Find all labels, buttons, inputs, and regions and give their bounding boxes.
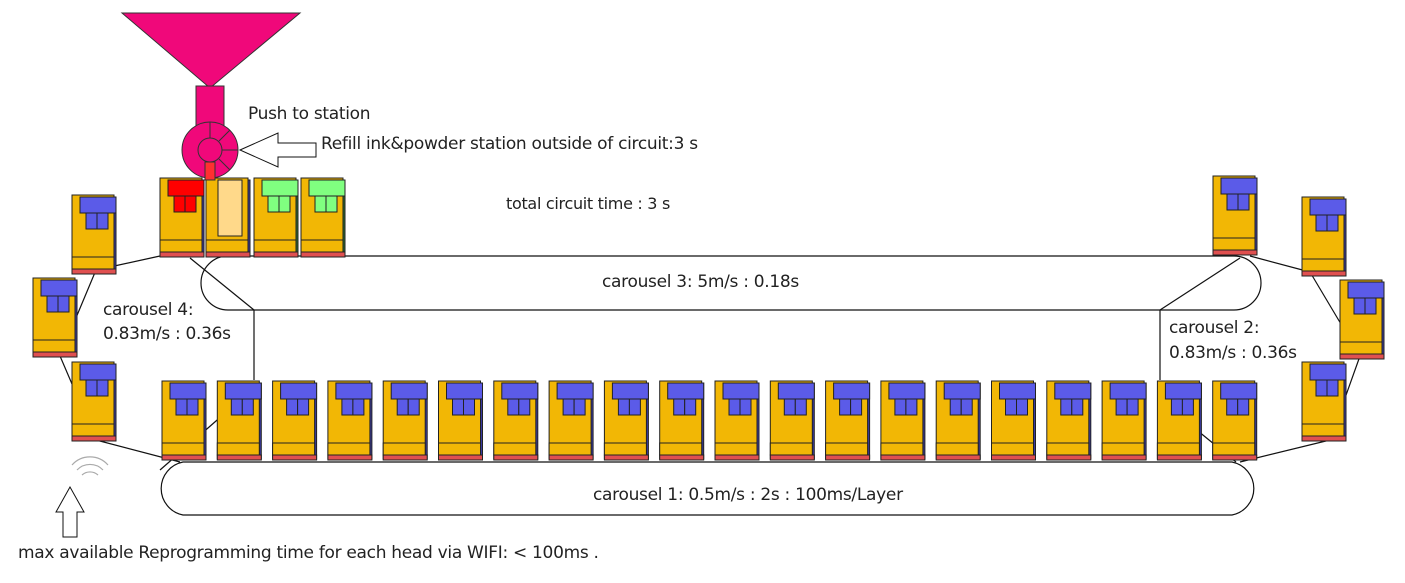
print-head xyxy=(1046,380,1092,461)
refill-station-label: Refill ink&powder station outside of cir… xyxy=(321,134,698,154)
print-head xyxy=(1212,175,1258,256)
print-head xyxy=(1212,380,1258,461)
carousel-3-label: carousel 3: 5m/s : 0.18s xyxy=(602,272,799,292)
refill-funnel xyxy=(120,12,302,181)
print-head xyxy=(300,177,346,258)
carousel-2-speed: 0.83m/s : 0.36s xyxy=(1169,343,1297,363)
print-head xyxy=(935,380,981,461)
wifi-note: max available Reprogramming time for eac… xyxy=(18,543,599,563)
carousel-1-loop xyxy=(160,461,1255,516)
print-head xyxy=(159,177,205,258)
carousel-4-label: carousel 4: xyxy=(103,300,194,320)
print-head xyxy=(1339,279,1385,360)
print-head xyxy=(769,380,815,461)
print-head xyxy=(714,380,760,461)
print-head xyxy=(438,380,483,461)
print-head xyxy=(1156,380,1202,461)
print-head xyxy=(382,380,428,461)
print-head xyxy=(1301,196,1347,277)
print-head xyxy=(205,177,251,258)
print-head xyxy=(216,380,262,461)
print-head xyxy=(825,380,871,461)
wifi-icon xyxy=(71,456,109,476)
print-head xyxy=(32,277,78,358)
print-head xyxy=(71,361,117,442)
print-head xyxy=(1101,380,1147,461)
print-head xyxy=(272,380,318,461)
carousel-2-label: carousel 2: xyxy=(1169,318,1260,338)
push-to-station-label: Push to station xyxy=(248,104,371,124)
print-head xyxy=(1301,361,1347,442)
print-head xyxy=(327,380,373,461)
print-head xyxy=(603,380,649,461)
total-circuit-time-label: total circuit time : 3 s xyxy=(506,194,670,213)
print-head xyxy=(161,380,207,461)
print-head xyxy=(548,380,594,461)
carousel-4-speed: 0.83m/s : 0.36s xyxy=(103,324,231,344)
print-head xyxy=(659,380,705,461)
print-head xyxy=(253,177,299,258)
print-head xyxy=(991,380,1036,461)
carousel-1-label: carousel 1: 0.5m/s : 2s : 100ms/Layer xyxy=(593,485,903,505)
push-arrow-icon xyxy=(238,132,317,168)
print-head xyxy=(880,380,926,461)
up-arrow-icon xyxy=(55,485,85,538)
print-head xyxy=(493,380,539,461)
print-head xyxy=(71,194,117,275)
